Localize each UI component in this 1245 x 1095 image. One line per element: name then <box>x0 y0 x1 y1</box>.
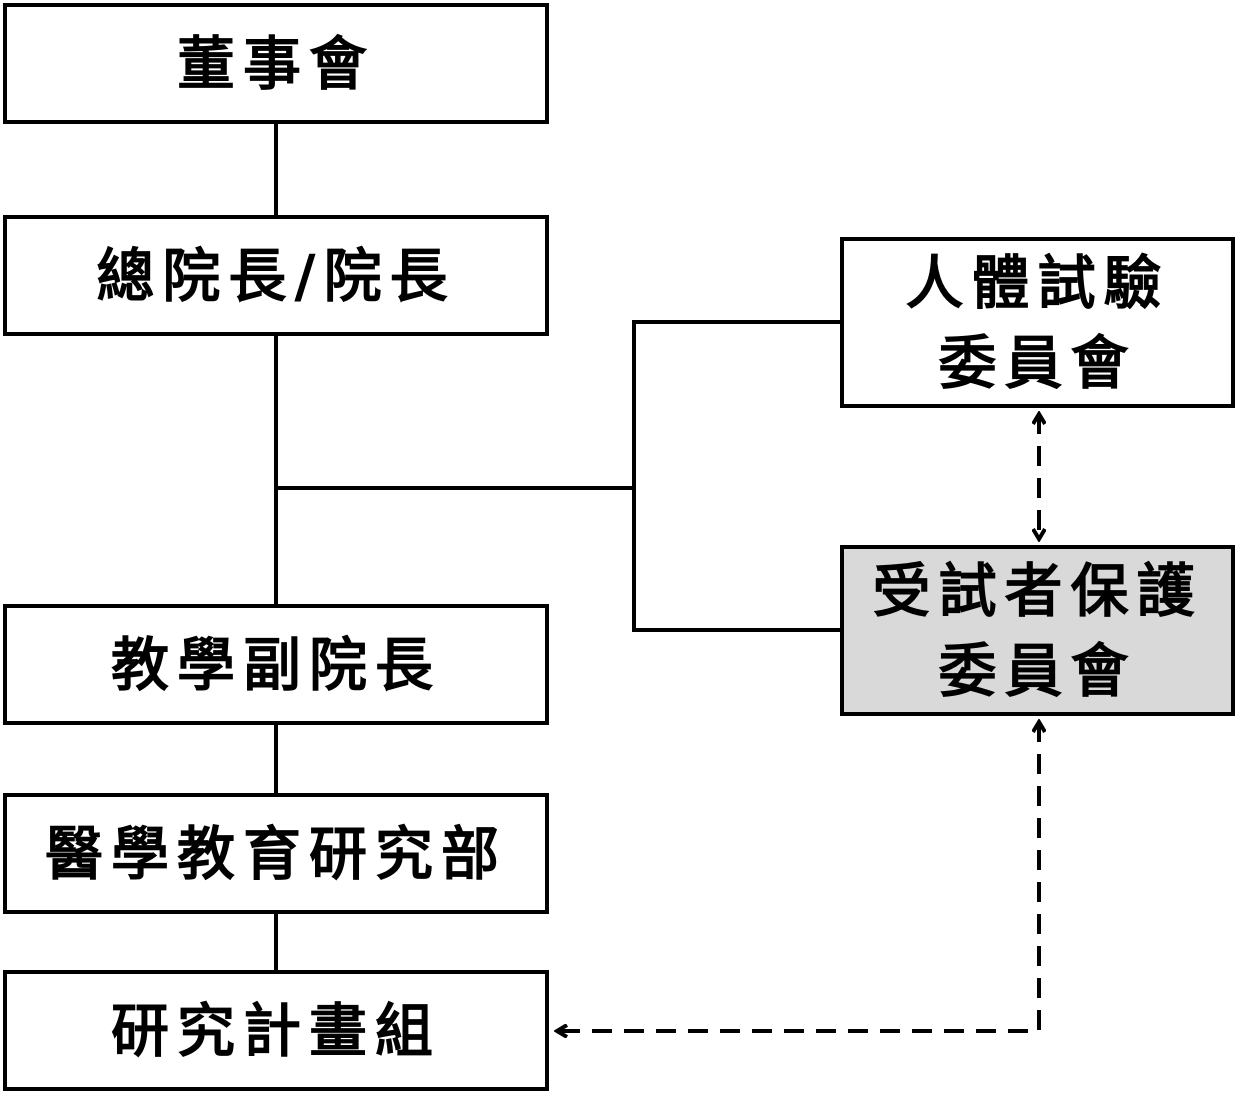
board-label: 董事會 <box>176 29 375 98</box>
superintendent-box: 總院長/院長 <box>3 215 549 336</box>
dashed-arrow-hsp-project <box>557 722 1039 1031</box>
subject-protection-committee-line2: 委員會 <box>938 636 1137 705</box>
research-project-group-box: 研究計畫組 <box>3 970 549 1091</box>
human-trials-committee-line1: 人體試驗 <box>905 248 1170 317</box>
research-project-group-label: 研究計畫組 <box>110 996 441 1065</box>
subject-protection-committee-box: 受試者保護 委員會 <box>840 545 1235 716</box>
human-trials-committee-line2: 委員會 <box>938 328 1137 397</box>
vice-superintendent-education-box: 教學副院長 <box>3 604 549 725</box>
subject-protection-committee-line1: 受試者保護 <box>872 556 1203 625</box>
vice-superintendent-education-label: 教學副院長 <box>110 630 441 699</box>
superintendent-label: 總院長/院長 <box>96 241 456 310</box>
medical-education-research-box: 醫學教育研究部 <box>3 793 549 914</box>
board-box: 董事會 <box>3 3 549 124</box>
medical-education-research-label: 醫學教育研究部 <box>44 819 507 888</box>
human-trials-committee-box: 人體試驗 委員會 <box>840 237 1235 408</box>
